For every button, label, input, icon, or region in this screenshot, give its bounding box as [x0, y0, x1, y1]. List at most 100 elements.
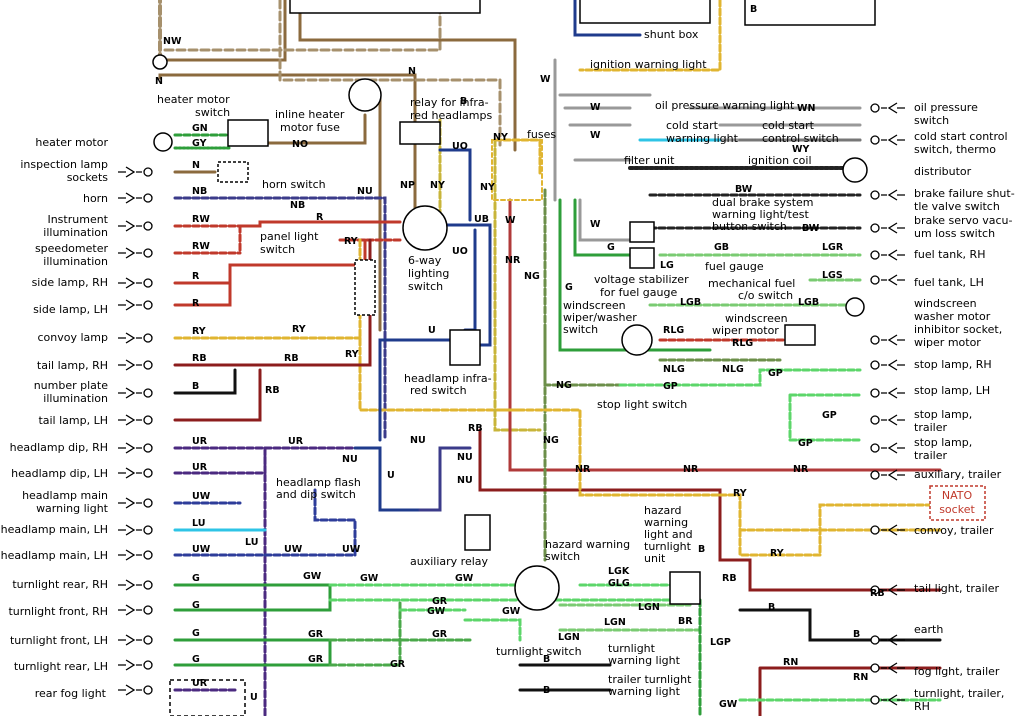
label-cold-start-warn: cold start: [666, 119, 719, 132]
label-mech-fuel2: c/o switch: [738, 289, 793, 302]
wire-n-loop: [158, 73, 417, 242]
left-connector-14: [118, 549, 153, 561]
right-connector-7: [870, 359, 905, 371]
code-gp2: GP: [768, 368, 783, 379]
wire-gp: [618, 368, 862, 442]
wire-u-flash: [353, 446, 422, 512]
panel-switch-box: [354, 259, 376, 316]
right-connector-3: [870, 222, 905, 234]
wire-g-tr: [173, 583, 332, 667]
code-r-side1: R: [192, 271, 200, 282]
label-inhibitor: inhibitor socket,: [914, 323, 1002, 336]
code-gw2: GW: [360, 573, 379, 584]
label-fuel-tank-rh: fuel tank, RH: [914, 248, 985, 261]
label-brake-servo2: um loss switch: [914, 227, 995, 240]
label-headlamp-ir2: red switch: [410, 384, 467, 397]
wire-r-up: [228, 238, 367, 285]
label-relay-infra: relay for infra-: [410, 96, 489, 109]
aux-relay-box: [464, 514, 491, 551]
label-brake-failure: brake failure shut-: [914, 187, 1015, 200]
wire-lgn: [558, 603, 702, 632]
label-hazard-unit5: unit: [644, 552, 666, 565]
label-trailer-turn: trailer turnlight: [608, 673, 692, 686]
left-connector-8: [118, 387, 153, 399]
code-b-num: B: [192, 381, 199, 392]
voltage-stab-box: [629, 247, 655, 269]
label-wiper-motor: windscreen: [725, 312, 788, 325]
label-hazard-switch2: switch: [545, 550, 580, 563]
code-no: NO: [292, 139, 308, 150]
label-turnlight-warn2: warning light: [608, 654, 681, 667]
code-nu-horn: NU: [357, 186, 373, 197]
code-lgr: LGR: [822, 242, 844, 253]
right-connector-1: [870, 134, 905, 146]
code-uw-main3: UW: [342, 544, 361, 555]
dual-brake-box: [629, 221, 655, 243]
code-rb-tail: RB: [192, 353, 207, 364]
code-ur-fog: UR: [192, 678, 208, 689]
label-voltage-stab: voltage stabilizer: [594, 273, 689, 286]
label-hazard-unit2: warning: [644, 516, 688, 529]
code-w4: W: [590, 130, 601, 141]
label-headlamp-main-warn2: warning light: [36, 502, 109, 515]
wire-nu-horn: [328, 196, 387, 442]
code-rb-fuse: RB: [468, 423, 483, 434]
left-connector-10: [118, 442, 153, 454]
label-cold-start-thermo: switch, thermo: [914, 143, 996, 156]
heater-switch-icon: [348, 78, 382, 112]
label-filter-unit: filter unit: [624, 154, 675, 167]
label-side-lamp-lh: side lamp, LH: [33, 303, 108, 316]
label-rear-fog-light: rear fog light: [35, 687, 107, 700]
wire-nu-flash: [418, 446, 472, 512]
left-connector-7: [118, 359, 153, 371]
label-instrument-ill: illumination: [43, 226, 108, 239]
label-fuel-tank-lh: fuel tank, LH: [914, 276, 984, 289]
code-b-earth2: B: [853, 629, 860, 640]
label-brake-failure2: tle valve switch: [914, 200, 1000, 213]
wire-no: [263, 113, 367, 145]
label-ignition-warning: ignition warning light: [590, 58, 707, 71]
label-cold-start-sw: cold start: [762, 119, 815, 132]
left-connector-4: [118, 277, 153, 289]
wire-top-u: [573, 0, 642, 37]
wire-ry-trailer: [718, 493, 942, 557]
label-turnlight-switch: turnlight switch: [496, 645, 582, 658]
code-gr1: GR: [432, 596, 448, 607]
wire-g-main: [558, 198, 712, 352]
code-nu-flash2: NU: [457, 475, 473, 486]
label-fuel-gauge: fuel gauge: [705, 260, 764, 273]
label-speedometer: speedometer: [35, 242, 109, 255]
label-headlamp-main-lh: headlamp main, LH: [1, 549, 108, 562]
code-wn: WN: [797, 103, 815, 114]
label-stop-trailer-1: stop lamp,: [914, 408, 972, 421]
code-b-bot2: B: [543, 685, 550, 696]
code-nr3: NR: [793, 464, 809, 475]
label-wiper-motor2: wiper motor: [712, 324, 779, 337]
label-headlamp-dip-rh: headlamp dip, RH: [10, 441, 108, 454]
wire-top-right: [578, 0, 722, 72]
label-mech-fuel: mechanical fuel: [708, 277, 795, 290]
wire-nr: [508, 198, 942, 472]
wire-ny-fuse: [493, 138, 542, 177]
label-cold-start-sw2: control switch: [762, 132, 839, 145]
rear-fog-box: [169, 679, 246, 716]
code-rb-lh: RB: [265, 385, 280, 396]
inline-fuse-box: [227, 119, 269, 147]
code-gy: GY: [192, 138, 207, 149]
code-gr4: GR: [390, 659, 406, 670]
code-lu-main2: LU: [245, 537, 258, 548]
label-nato: NATO: [942, 489, 973, 502]
left-connector-17: [118, 634, 153, 646]
label-tail-trailer: tail light, trailer: [914, 582, 999, 595]
code-rlg2: RLG: [732, 338, 753, 349]
code-ur-dip2: UR: [192, 462, 208, 473]
label-turn-trailer: turnlight, trailer,: [914, 687, 1004, 700]
code-w2: W: [540, 74, 551, 85]
right-connector-10: [870, 442, 905, 454]
code-rw1: RW: [192, 214, 210, 225]
label-turnlight-rear-rh: turnlight rear, RH: [12, 578, 108, 591]
left-connector-5: [118, 299, 153, 311]
code-uw-main2: UW: [284, 544, 303, 555]
wire-ny-col: [493, 138, 542, 432]
code-gw-bot: GW: [719, 699, 738, 710]
